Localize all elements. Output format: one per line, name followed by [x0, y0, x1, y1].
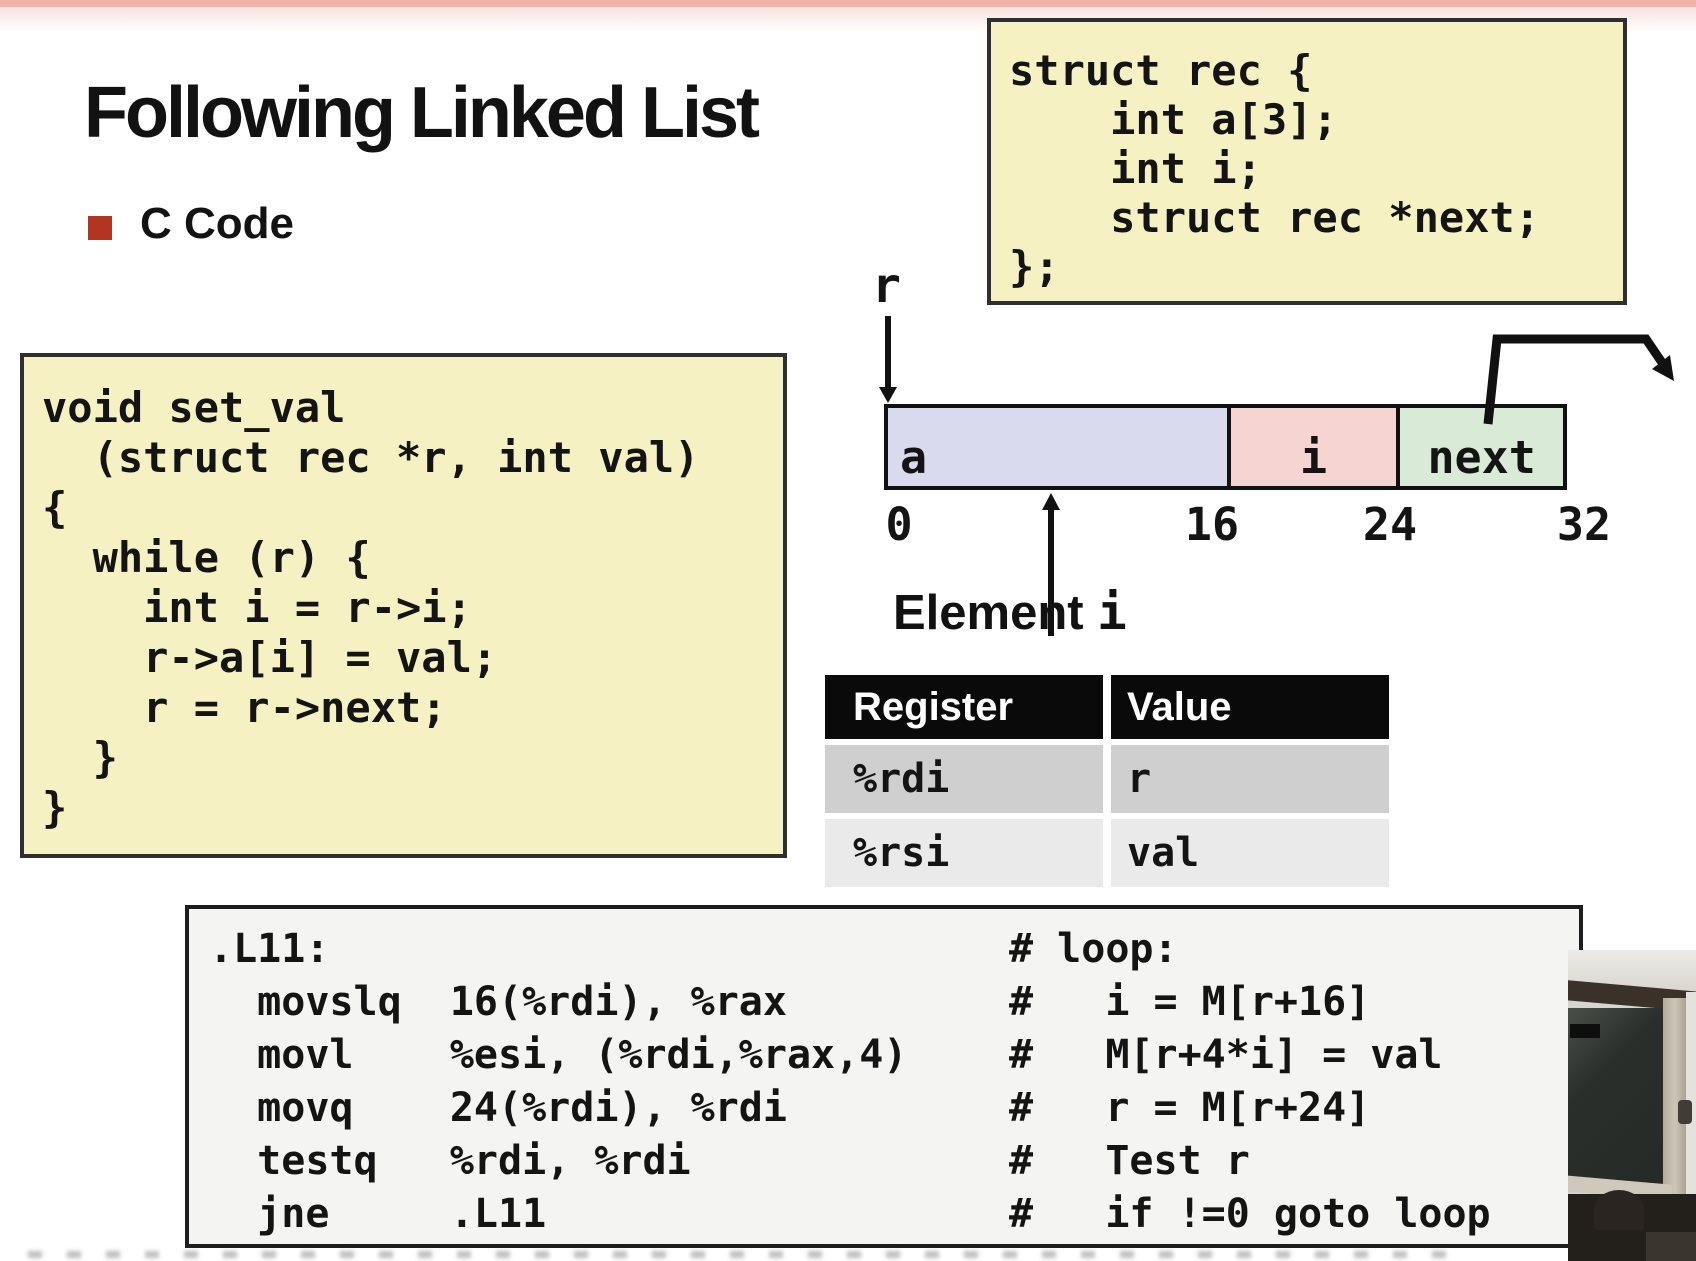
c-code-line: r->a[i] = val; [42, 633, 498, 682]
assembly-line: movq 24(%rdi), %rdi # r = M[r+24] [209, 1081, 1579, 1134]
header-register: Register [825, 675, 1103, 739]
table-row: %rdi r [825, 745, 1389, 813]
assembly-instruction: movslq 16(%rdi), %rax [209, 978, 787, 1025]
cell-register: %rsi [825, 819, 1103, 887]
webcam-silhouette [1594, 1190, 1644, 1230]
slide-title: Following Linked List [84, 73, 760, 153]
struct-code-line: int a[3]; [1009, 95, 1338, 144]
memory-layout-bar: a i next [884, 404, 1567, 490]
struct-definition-box: struct rec { int a[3]; int i; struct rec… [987, 18, 1627, 305]
c-code-line: while (r) { [42, 533, 371, 582]
struct-code-line: int i; [1009, 144, 1262, 193]
assembly-line: testq %rdi, %rdi # Test r [209, 1134, 1579, 1187]
bullet-label: C Code [140, 199, 294, 248]
c-code-line: { [42, 483, 68, 532]
webcam-handle [1678, 1100, 1692, 1124]
assembly-instruction: movl %esi, (%rdi,%rax,4) [209, 1031, 908, 1078]
webcam-overlay [1568, 950, 1696, 1261]
struct-code-line: struct rec *next; [1009, 193, 1541, 242]
table-header-row: Register Value [825, 675, 1389, 739]
offset-24: 24 [1362, 498, 1418, 551]
element-caption-text: Element [893, 586, 1084, 640]
cell-register: %rdi [825, 745, 1103, 813]
struct-code-line: }; [1009, 242, 1060, 291]
cell-value: r [1111, 745, 1389, 813]
r-pointer-label: r [872, 258, 901, 314]
field-next-cell: next [1396, 408, 1563, 486]
table-row: %rsi val [825, 819, 1389, 887]
c-code-box: void set_val (struct rec *r, int val) { … [20, 353, 787, 858]
field-a-label: a [900, 431, 928, 484]
r-pointer-arrow [879, 316, 897, 403]
assembly-comment: # r = M[r+24] [1009, 1084, 1371, 1131]
assembly-line: .L11: # loop: [209, 922, 1579, 975]
c-code-line: } [42, 733, 118, 782]
webcam-desk-edge [1646, 1232, 1696, 1261]
assembly-instruction: testq %rdi, %rdi [209, 1137, 691, 1184]
assembly-comment: # Test r [1009, 1137, 1250, 1184]
offset-0: 0 [885, 498, 913, 551]
cell-value: val [1111, 819, 1389, 887]
assembly-instruction: jne .L11 [209, 1190, 547, 1237]
field-i-label: i [1300, 431, 1328, 484]
header-value: Value [1111, 675, 1389, 739]
c-code-line: int i = r->i; [42, 583, 472, 632]
blurred-footer-text [28, 1251, 1458, 1258]
assembly-instruction: movq 24(%rdi), %rdi [209, 1084, 787, 1131]
assembly-line: jne .L11 # if !=0 goto loop [209, 1187, 1579, 1240]
assembly-instruction: .L11: [209, 925, 330, 972]
field-next-label: next [1427, 431, 1536, 484]
c-code-line: (struct rec *r, int val) [42, 433, 700, 482]
c-code-line: void set_val [42, 383, 346, 432]
webcam-chalkboard [1568, 1008, 1665, 1188]
assembly-line: movl %esi, (%rdi,%rax,4) # M[r+4*i] = va… [209, 1028, 1579, 1081]
assembly-comment: # i = M[r+16] [1009, 978, 1371, 1025]
element-i-caption: Element i [893, 584, 1127, 641]
element-caption-var: i [1097, 584, 1127, 641]
assembly-comment: # loop: [1009, 925, 1178, 972]
struct-code-line: struct rec { [1009, 46, 1313, 95]
c-code-line: } [42, 783, 68, 832]
assembly-comment: # if !=0 goto loop [1009, 1190, 1491, 1237]
assembly-comment: # M[r+4*i] = val [1009, 1031, 1443, 1078]
webcam-board-tag [1570, 1024, 1600, 1038]
offset-32: 32 [1556, 498, 1612, 551]
offset-16: 16 [1184, 498, 1240, 551]
top-accent-bar [0, 0, 1696, 7]
field-a-cell: a [888, 408, 1227, 486]
c-code-line: r = r->next; [42, 683, 447, 732]
assembly-line: movslq 16(%rdi), %rax # i = M[r+16] [209, 975, 1579, 1028]
assembly-code-box: .L11: # loop: movslq 16(%rdi), %rax # i … [185, 905, 1583, 1248]
bullet-square-icon [88, 216, 112, 240]
field-i-cell: i [1226, 408, 1397, 486]
